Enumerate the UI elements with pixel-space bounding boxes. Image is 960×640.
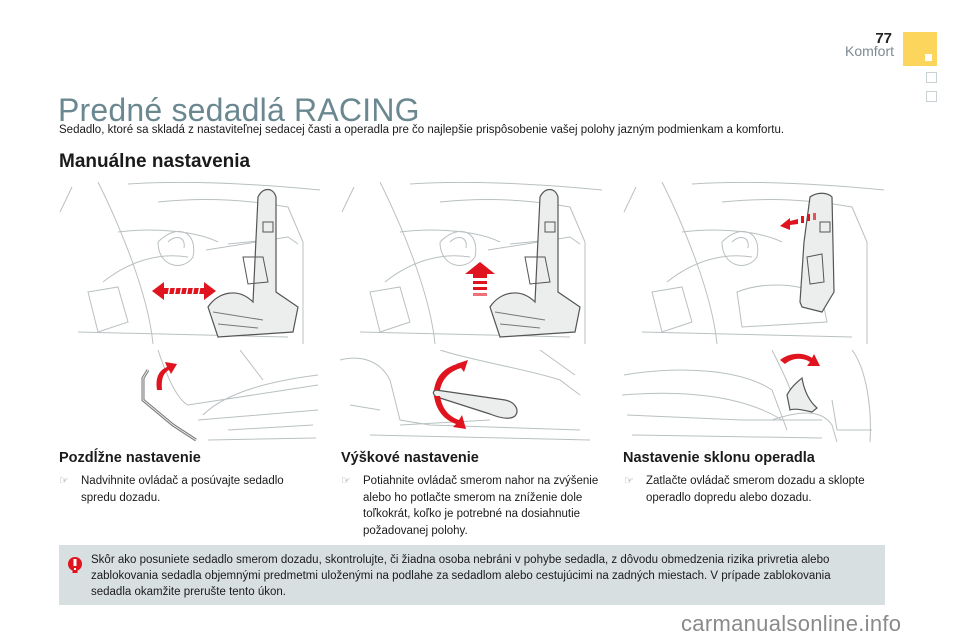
illustration-recline-top	[622, 182, 884, 344]
arrow-up-down-icon	[434, 360, 468, 429]
arrow-forward-backward-icon	[152, 282, 216, 300]
pointing-hand-icon: ☞	[59, 475, 69, 487]
arrow-lift-icon	[156, 362, 177, 390]
instruction-text: Nadvihnite ovládač a posúvajte sedadlo s…	[81, 475, 284, 504]
illustration-height-top	[340, 182, 602, 344]
chapter-tab[interactable]	[926, 91, 937, 102]
illustration-recline-lever	[622, 350, 884, 442]
column-text-height: ☞ Potiahnite ovládač smerom nahor na zvý…	[341, 473, 601, 539]
tab-marker	[925, 54, 932, 61]
arrow-backrest-forward-icon	[780, 213, 816, 230]
watermark: carmanualsonline.info	[681, 611, 902, 636]
illustration-longitudinal-lever	[58, 350, 320, 442]
pointing-hand-icon: ☞	[624, 475, 634, 487]
section-title: Manuálne nastavenia	[59, 151, 251, 172]
page-title: Predné sedadlá RACING	[58, 92, 420, 128]
illustration-longitudinal-top	[58, 182, 320, 344]
pointing-hand-icon: ☞	[341, 475, 351, 487]
column-text-longitudinal: ☞ Nadvihnite ovládač a posúvajte sedadlo…	[59, 473, 321, 506]
chapter-tab-active[interactable]	[903, 32, 937, 66]
chapter-label: Komfort	[844, 43, 894, 59]
column-title-longitudinal: Pozdĺžne nastavenie	[59, 450, 201, 466]
column-title-height: Výškové nastavenie	[341, 450, 479, 466]
arrow-up-icon	[465, 262, 495, 296]
column-title-recline: Nastavenie sklonu operadla	[623, 450, 815, 466]
arrow-curve-back-icon	[780, 353, 820, 366]
column-text-recline: ☞ Zatlačte ovládač smerom dozadu a sklop…	[624, 473, 891, 506]
chapter-tab[interactable]	[926, 72, 937, 83]
warning-exclamation-icon	[68, 557, 82, 573]
warning-text: Skôr ako posuniete sedadlo smerom dozadu…	[91, 554, 831, 598]
intro-text: Sedadlo, ktoré sa skladá z nastaviteľnej…	[59, 124, 785, 136]
page-number: 77	[875, 30, 892, 47]
instruction-text: Potiahnite ovládač smerom nahor na zvýše…	[363, 475, 599, 537]
instruction-text: Zatlačte ovládač smerom dozadu a sklopte…	[646, 475, 865, 504]
warning-box: Skôr ako posuniete sedadlo smerom dozadu…	[59, 545, 885, 605]
illustration-height-lever	[340, 350, 602, 442]
